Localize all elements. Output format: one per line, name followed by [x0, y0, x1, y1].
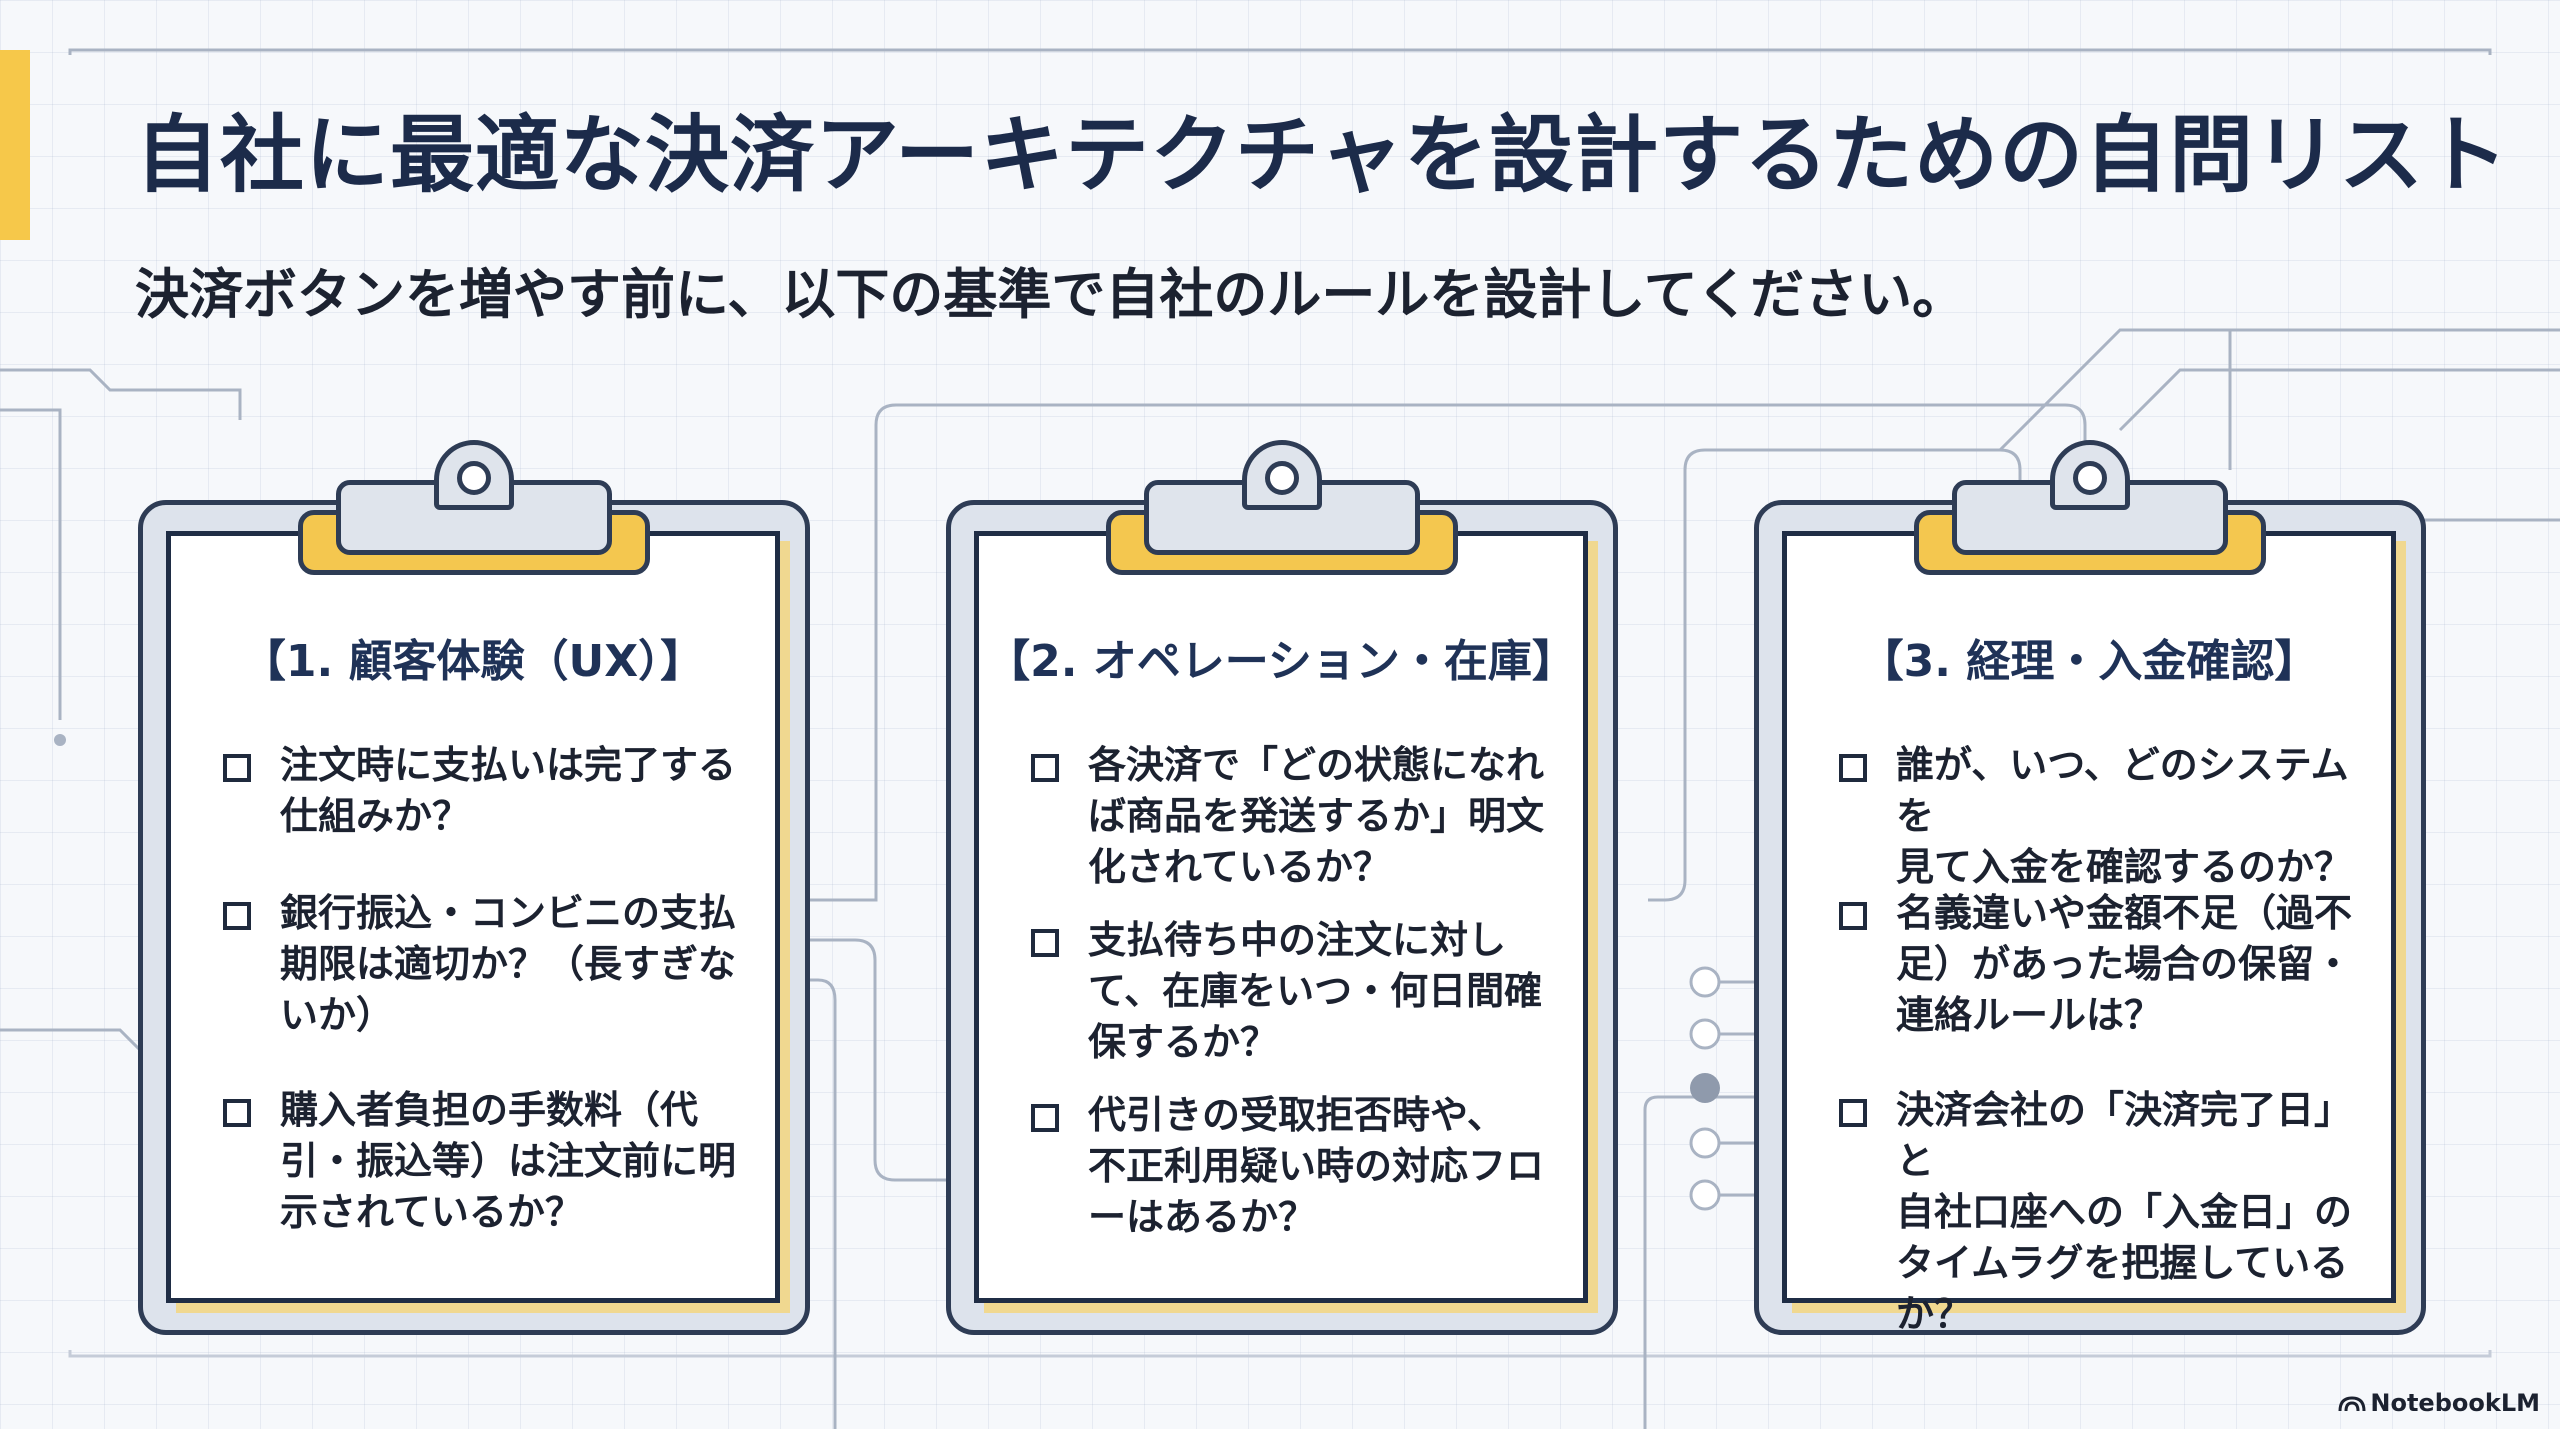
checklist-item-text: 購入者負担の手数料（代 引・振込等）は注文前に明 示されているか？	[280, 1088, 737, 1234]
checklist-item-text: 誰が、いつ、どのシステムを 見て入金を確認するのか？	[1896, 743, 2353, 889]
checkbox[interactable]	[1031, 1104, 1059, 1132]
clipboard-paper	[974, 531, 1588, 1303]
checklist-item-text: 支払待ち中の注文に対し て、在庫をいつ・何日間確 保するか？	[1088, 918, 1543, 1064]
notebooklm-logo-icon	[2338, 1396, 2366, 1412]
checklist-item-text: 代引きの受取拒否時や、 不正利用疑い時の対応フロ ーはあるか？	[1088, 1093, 1545, 1239]
checkbox[interactable]	[1839, 754, 1867, 782]
board-title: 【2. オペレーション・在庫】	[986, 636, 1576, 687]
checkbox[interactable]	[1839, 902, 1867, 930]
accent-bar	[0, 50, 30, 240]
clipboard-clip-icon	[1106, 435, 1458, 580]
brand-label: NotebookLM	[2370, 1389, 2540, 1417]
page-subtitle: 決済ボタンを増やす前に、以下の基準で自社のルールを設計してください。	[135, 263, 1967, 326]
checkbox[interactable]	[223, 902, 251, 930]
clipboard-ux: 【1. 顧客体験（UX）】 注文時に支払いは完了する 仕組みか？ 銀行振込・コン…	[138, 435, 810, 1335]
checklist-item-text: 名義違いや金額不足（過不 足）があった場合の保留・ 連絡ルールは？	[1896, 891, 2353, 1037]
clipboard-clip-icon	[298, 435, 650, 580]
checkbox[interactable]	[1031, 929, 1059, 957]
clipboard-accounting: 【3. 経理・入金確認】 誰が、いつ、どのシステムを 見て入金を確認するのか？ …	[1754, 435, 2426, 1336]
clipboard-paper	[1782, 531, 2396, 1303]
clipboard-operations: 【2. オペレーション・在庫】 各決済で「どの状態になれ ば商品を発送するか」明…	[946, 435, 1618, 1335]
clipboard-paper	[166, 531, 780, 1303]
checkbox[interactable]	[1031, 754, 1059, 782]
checklist-item-text: 注文時に支払いは完了する 仕組みか？	[280, 743, 737, 838]
checklist-item-text: 銀行振込・コンビニの支払 期限は適切か？（長すぎな いか）	[280, 891, 737, 1037]
page-title: 自社に最適な決済アーキテクチャを設計するための自問リスト	[135, 106, 2510, 204]
board-title: 【1. 顧客体験（UX）】	[241, 636, 705, 687]
checkbox[interactable]	[1839, 1099, 1867, 1127]
checklist-item-text: 決済会社の「決済完了日」と 自社口座への「入金日」の タイムラグを把握している …	[1896, 1088, 2353, 1336]
board-title: 【3. 経理・入金確認】	[1859, 636, 2319, 687]
checkbox[interactable]	[223, 1099, 251, 1127]
checkbox[interactable]	[223, 754, 251, 782]
clipboard-clip-icon	[1914, 435, 2266, 580]
notebooklm-brand: NotebookLM	[2338, 1389, 2540, 1417]
checklist-item-text: 各決済で「どの状態になれ ば商品を発送するか」明文 化されているか？	[1088, 743, 1545, 889]
